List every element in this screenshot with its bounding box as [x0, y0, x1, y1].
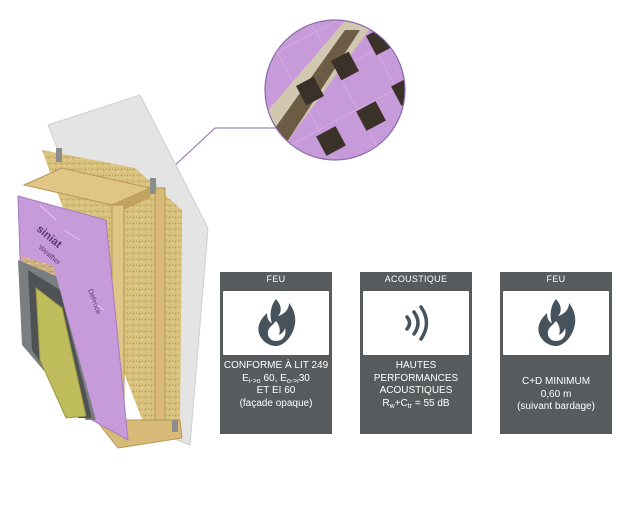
card-icon-box [503, 291, 609, 355]
card-icon-box [363, 291, 469, 355]
card-line: (façade opaque) [239, 397, 313, 409]
card-line: CONFORME À LIT 249 [223, 360, 329, 371]
card-line: Ei->o 60, Eo->i30 [242, 372, 310, 385]
card-body-fire: CONFORME À LIT 249 Ei->o 60, Eo->i30 ET … [222, 360, 330, 410]
zoom-detail-photo [265, 20, 405, 160]
sound-waves-icon [405, 305, 429, 341]
fire-spread-card: FEU C+D MINIMUM 0,60 m (suivant bardage) [500, 272, 612, 434]
card-body-fire-spread: C+D MINIMUM 0,60 m (suivant bardage) [502, 376, 610, 414]
fire-rating-card: FEU CONFORME À LIT 249 Ei->o 60, Eo->i30… [220, 272, 332, 434]
card-header-fire: FEU [266, 274, 286, 284]
cladding-layer [35, 286, 87, 419]
card-line: HAUTES [395, 360, 437, 371]
card-line: ET EI 60 [256, 385, 296, 396]
acoustic-card: ACOUSTIQUE HAUTES PERFORMANCES ACOUSTIQU… [360, 272, 472, 434]
card-line: ACOUSTIQUES [379, 385, 453, 396]
card-header-acoustic: ACOUSTIQUE [384, 274, 448, 284]
card-line: (suivant bardage) [517, 401, 595, 412]
card-line: Rw+Ctr = 55 dB [382, 397, 450, 410]
flame-icon [258, 299, 296, 346]
card-icon-box [223, 291, 329, 355]
card-header-fire: FEU [546, 274, 566, 284]
flame-icon [538, 299, 576, 346]
card-line: PERFORMANCES [373, 372, 459, 384]
card-line: 0,60 m [540, 388, 572, 400]
card-line: C+D MINIMUM [521, 376, 591, 387]
card-body-acoustic: HAUTES PERFORMANCES ACOUSTIQUES Rw+Ctr =… [362, 360, 470, 410]
